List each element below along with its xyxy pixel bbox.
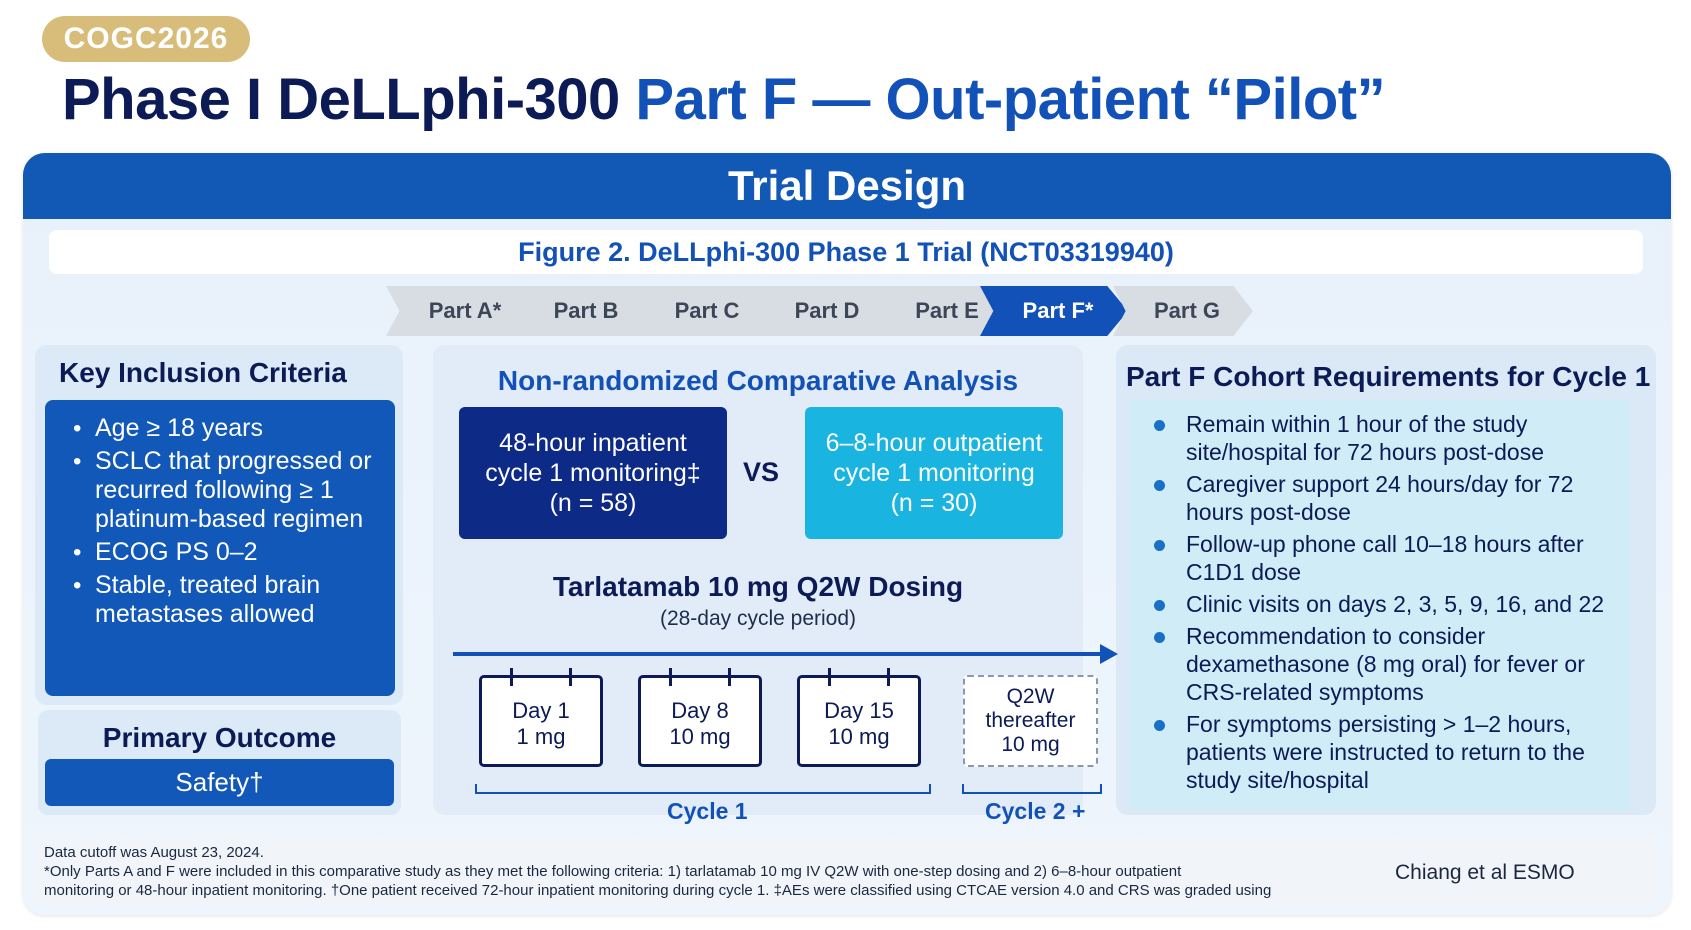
requirement-item: Remain within 1 hour of the study site/h… <box>1154 410 1622 466</box>
figure-caption: Figure 2. DeLLphi-300 Phase 1 Trial (NCT… <box>49 230 1643 274</box>
title-part1: Phase I DeLLphi-300 <box>62 67 620 132</box>
outpatient-cohort: 6–8-hour outpatient cycle 1 monitoring (… <box>805 407 1063 539</box>
dosing-subtitle: (28-day cycle period) <box>659 607 857 630</box>
outpatient-line2: cycle 1 monitoring <box>833 459 1035 487</box>
inclusion-list: Age ≥ 18 years SCLC that progressed or r… <box>45 400 395 696</box>
cycle2-label: Cycle 2 + <box>985 798 1086 824</box>
outcome-value: Safety† <box>45 759 394 806</box>
requirement-item: Follow-up phone call 10–18 hours after C… <box>1154 530 1622 586</box>
timeline-arrowhead <box>1100 644 1118 664</box>
trial-design-panel: Trial Design Figure 2. DeLLphi-300 Phase… <box>23 153 1671 915</box>
requirement-item: For symptoms persisting > 1–2 hours, pat… <box>1154 710 1622 794</box>
cycle1-bracket <box>475 784 931 794</box>
day8-label: Day 8 <box>671 698 729 723</box>
q2w-line1: Q2W <box>1006 685 1055 708</box>
day1-dose: 1 mg <box>516 724 566 749</box>
panel-header: Trial Design <box>23 153 1671 219</box>
calendar-q2w-icon: Q2W thereafter 10 mg <box>963 675 1098 767</box>
comparison-title: Non-randomized Comparative Analysis <box>497 365 1019 396</box>
day1-label: Day 1 <box>512 698 570 723</box>
inpatient-line3: (n = 58) <box>549 489 637 517</box>
calendar-day1-icon: Day 1 1 mg <box>479 668 603 767</box>
inclusion-item: ECOG PS 0–2 <box>73 538 385 567</box>
requirements-list: Remain within 1 hour of the study site/h… <box>1130 400 1630 810</box>
inclusion-item: SCLC that progressed or recurred followi… <box>73 447 385 534</box>
q2w-line3: 10 mg <box>1001 733 1060 756</box>
part-f-chevron: Part F* <box>980 286 1128 336</box>
title-part2: Part F — Out-patient “Pilot” <box>635 67 1386 132</box>
q2w-line2: thereafter <box>985 709 1076 732</box>
calendar-day15-icon: Day 15 10 mg <box>797 668 921 767</box>
day15-label: Day 15 <box>824 698 894 723</box>
inclusion-title: Key Inclusion Criteria <box>59 357 347 388</box>
inclusion-item: Age ≥ 18 years <box>73 414 385 443</box>
inpatient-line1: 48-hour inpatient <box>499 429 687 457</box>
dosing-title: Tarlatamab 10 mg Q2W Dosing <box>552 571 964 602</box>
inclusion-criteria-box: Key Inclusion Criteria Age ≥ 18 years SC… <box>35 345 403 705</box>
footnote-parts: *Only Parts A and F were included in thi… <box>44 863 1182 880</box>
inpatient-line2: cycle 1 monitoring‡ <box>485 459 701 487</box>
timeline-arrow <box>453 652 1103 656</box>
part-g-chevron: Part G <box>1113 286 1253 336</box>
day8-dose: 10 mg <box>669 724 731 749</box>
inclusion-item: Stable, treated brain metastases allowed <box>73 571 385 629</box>
inpatient-cohort: 48-hour inpatient cycle 1 monitoring‡ (n… <box>459 407 727 539</box>
outpatient-line3: (n = 30) <box>890 489 978 517</box>
footnote-monitoring: monitoring or 48-hour inpatient monitori… <box>44 882 1272 899</box>
footnote-cutoff: Data cutoff was August 23, 2024. <box>44 844 264 861</box>
footnotes-box <box>35 835 1657 905</box>
cohort-requirements-box: Part F Cohort Requirements for Cycle 1 R… <box>1116 345 1656 815</box>
page-title: Phase I DeLLphi-300 Part F — Out-patient… <box>62 66 1386 133</box>
cycle2-bracket <box>962 784 1102 794</box>
conference-badge: COGC2026 <box>42 16 250 62</box>
requirement-item: Clinic visits on days 2, 3, 5, 9, 16, an… <box>1154 590 1622 618</box>
outcome-title: Primary Outcome <box>102 722 337 753</box>
outpatient-line1: 6–8-hour outpatient <box>825 429 1043 457</box>
citation-credit: Chiang et al ESMO <box>1395 861 1575 884</box>
requirement-item: Recommendation to consider dexamethasone… <box>1154 622 1622 706</box>
requirement-item: Caregiver support 24 hours/day for 72 ho… <box>1154 470 1622 526</box>
part-b-chevron: Part B <box>507 286 657 336</box>
cycle1-label: Cycle 1 <box>667 798 748 824</box>
primary-outcome-box: Primary Outcome Safety† <box>38 710 401 815</box>
part-a-chevron: Part A* <box>386 286 536 336</box>
calendar-day8-icon: Day 8 10 mg <box>638 668 762 767</box>
day15-dose: 10 mg <box>828 724 890 749</box>
vs-label: VS <box>743 457 780 487</box>
requirements-title: Part F Cohort Requirements for Cycle 1 <box>1126 361 1651 392</box>
trial-parts-row: Part A* Part B Part C Part D Part E Part… <box>386 286 1346 336</box>
